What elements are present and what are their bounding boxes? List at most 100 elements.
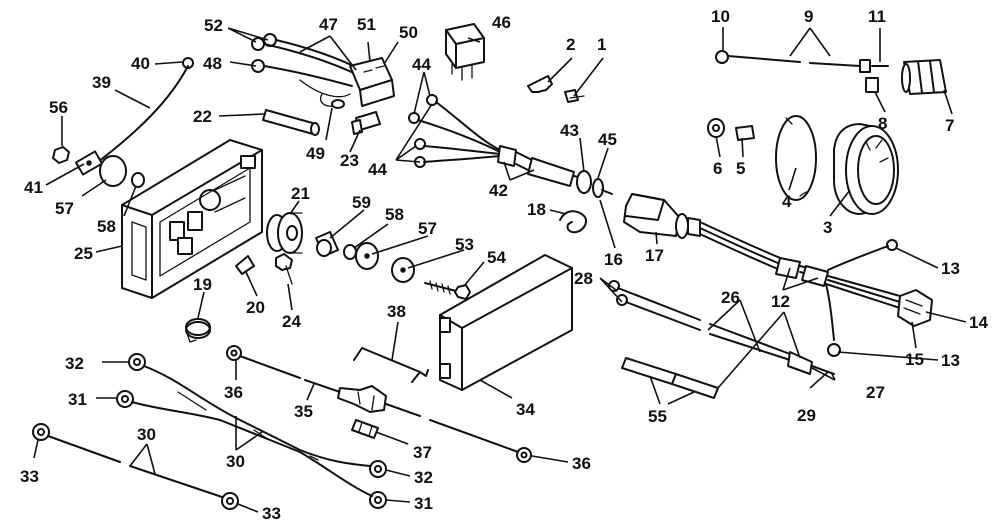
wire-26 (608, 280, 835, 375)
callout-48: 48 (203, 54, 222, 73)
callout-1: 1 (597, 35, 606, 54)
callout-49: 49 (306, 144, 325, 163)
grommet-21 (266, 212, 303, 254)
callout-24: 24 (282, 312, 301, 331)
cover-34 (439, 254, 573, 391)
callout-39: 39 (92, 73, 111, 92)
callout-22: 22 (193, 107, 212, 126)
callout-29: 29 (797, 406, 816, 425)
sleeves-55 (621, 357, 719, 399)
callout-56: 56 (49, 98, 68, 117)
callout-47: 47 (319, 15, 338, 34)
washer-57-left (99, 155, 127, 187)
callout-8: 8 (878, 114, 887, 133)
callout-52: 52 (204, 16, 223, 35)
clip-18 (559, 210, 588, 234)
callout-32-left: 32 (65, 354, 84, 373)
relay-46 (445, 23, 485, 81)
callout-13-bottom: 13 (941, 351, 960, 370)
callout-2: 2 (566, 35, 575, 54)
screw-54 (424, 280, 471, 300)
clip-38 (353, 347, 429, 383)
callout-53: 53 (455, 235, 474, 254)
wire-harness-30-33 (32, 353, 387, 510)
callout-21: 21 (291, 184, 310, 203)
plug-23 (351, 111, 381, 135)
callout-57-center: 57 (418, 219, 437, 238)
callout-59: 59 (352, 193, 371, 212)
callout-27: 27 (866, 383, 885, 402)
gauge-3 (833, 123, 899, 215)
callout-58-left: 58 (97, 217, 116, 236)
spacer-59 (315, 231, 339, 257)
bulb-5 (735, 125, 755, 141)
lock-washer-56 (52, 146, 70, 164)
fuse-37 (351, 419, 379, 439)
callout-14: 14 (969, 313, 988, 332)
callout-10: 10 (711, 7, 730, 26)
callout-43: 43 (560, 121, 579, 140)
callout-31-left: 31 (68, 390, 87, 409)
callout-45: 45 (598, 130, 617, 149)
clip-20 (235, 255, 255, 275)
callout-32-right: 32 (414, 468, 433, 487)
callout-34: 34 (516, 400, 535, 419)
callout-41: 41 (24, 178, 43, 197)
callout-labels: 1 2 3 4 5 6 7 8 9 10 11 12 13 13 14 15 1… (20, 7, 988, 523)
screw-1 (564, 89, 585, 103)
screw-24 (275, 253, 293, 285)
callout-3: 3 (823, 218, 832, 237)
callout-13-top: 13 (941, 259, 960, 278)
callout-35: 35 (294, 402, 313, 421)
callout-57-left: 57 (55, 199, 74, 218)
retaining-ring-4 (775, 115, 817, 201)
callout-46: 46 (492, 13, 511, 32)
callout-36-right: 36 (572, 454, 591, 473)
callout-50: 50 (399, 23, 418, 42)
callout-25: 25 (74, 244, 93, 263)
washer-53 (391, 257, 415, 283)
callout-40: 40 (131, 54, 150, 73)
connector-51 (349, 57, 395, 107)
callout-4: 4 (782, 192, 792, 211)
callout-9: 9 (804, 7, 813, 26)
harness-42 (408, 94, 591, 187)
ground-wire-39 (74, 57, 194, 176)
bulb-socket-6 (707, 118, 725, 138)
clamp-19 (185, 318, 211, 343)
callout-42: 42 (489, 181, 508, 200)
callout-55: 55 (648, 407, 667, 426)
callout-12: 12 (771, 292, 790, 311)
lock-washer-58-left (131, 172, 145, 188)
sleeve-22 (262, 109, 320, 136)
callout-15: 15 (905, 350, 924, 369)
connector-15 (897, 289, 933, 327)
clip-2 (527, 75, 553, 93)
harness-12 (699, 221, 901, 357)
callout-51: 51 (357, 15, 376, 34)
wire-9 (715, 50, 871, 73)
grommet-43 (576, 170, 592, 194)
callout-54: 54 (487, 248, 506, 267)
callout-33-right: 33 (262, 504, 281, 523)
connector-17 (623, 193, 701, 239)
callout-44-bottom: 44 (368, 160, 387, 179)
wire-36-35-fuse (226, 345, 532, 463)
callout-23: 23 (340, 151, 359, 170)
callout-6: 6 (713, 159, 722, 178)
callout-7: 7 (945, 116, 954, 135)
callout-28: 28 (574, 269, 593, 288)
washer-57-center (355, 242, 379, 270)
callout-37: 37 (413, 443, 432, 462)
callout-19: 19 (193, 275, 212, 294)
terminal-49 (331, 99, 345, 109)
power-pack-25 (121, 139, 263, 299)
callout-31-right: 31 (414, 494, 433, 513)
callout-58-center: 58 (385, 205, 404, 224)
leader-lines (33, 27, 967, 513)
callout-17: 17 (645, 246, 664, 265)
callout-20: 20 (246, 298, 265, 317)
terminal-45 (592, 178, 613, 198)
callout-30-lower: 30 (226, 452, 245, 471)
